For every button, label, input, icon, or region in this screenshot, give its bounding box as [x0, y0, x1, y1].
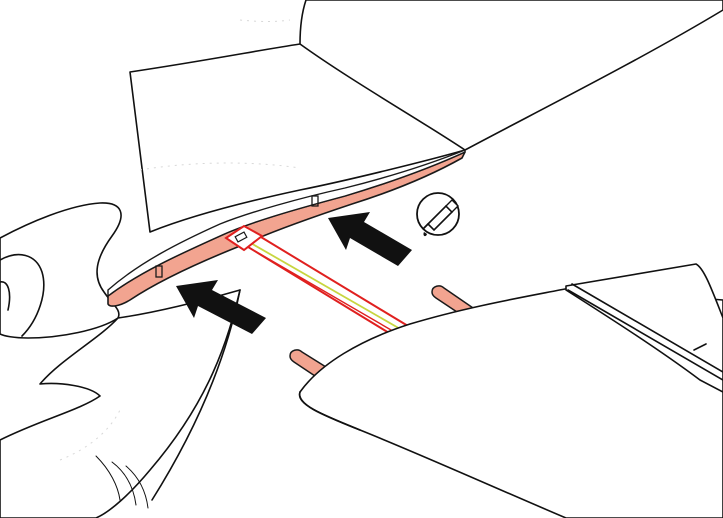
fuselage-nose: [0, 203, 121, 338]
glue-bottle-icon: [417, 193, 459, 236]
push-arrow-icon: [328, 212, 412, 266]
upper-wing-guide: [240, 20, 290, 22]
push-arrow-upper: [328, 212, 412, 266]
